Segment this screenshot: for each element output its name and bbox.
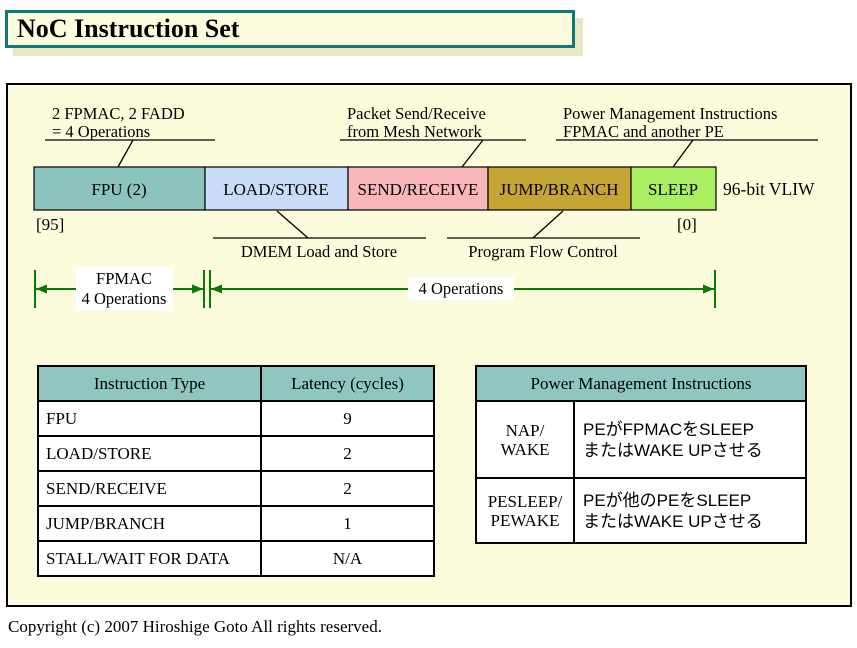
span-arrow-left: FPMAC 4 Operations [34,267,205,311]
annotation-text: = 4 Operations [52,122,150,141]
segment-load-store-label: LOAD/STORE [223,180,328,199]
segment-sleep-label: SLEEP [648,180,698,199]
instruction-desc-line: PEが他のPEをSLEEP [583,490,752,510]
cell-instruction: SEND/RECEIVE [37,470,262,507]
segment-send-receive [347,166,489,211]
table-row: PESLEEP/ PEWAKE PEが他のPEをSLEEP またはWAKE UP… [475,477,808,544]
annotation-text: Power Management Instructions [563,104,777,123]
leader-line [672,139,694,168]
cell-instruction-desc: PEがFPMACをSLEEP またはWAKE UPさせる [572,400,808,479]
segment-send-receive-label: SEND/RECEIVE [358,180,479,199]
span-right-label-box [408,277,514,300]
latency-table: Instruction Type Latency (cycles) FPU 9 … [37,365,435,577]
power-management-table: Power Management Instructions NAP/ WAKE … [474,365,808,544]
table-row: FPU 9 [37,400,435,437]
instruction-desc-line: またはWAKE UPさせる [583,511,763,531]
instruction-desc-line: PEがFPMACをSLEEP [583,419,754,439]
table-row: JUMP/BRANCH 1 [37,505,435,542]
leader-line [117,139,134,168]
cell-instruction: JUMP/BRANCH [37,505,262,542]
annotation-text: FPMAC and another PE [563,122,724,141]
segment-sleep [630,166,717,211]
col-header-latency: Latency (cycles) [260,365,435,402]
vliw-diagram: 2 FPMAC, 2 FADD = 4 Operations Packet Se… [33,104,818,311]
segment-jump-branch-label: JUMP/BRANCH [499,180,618,199]
bit-index-0: [0] [677,215,697,234]
annotation-fpmac-fadd: 2 FPMAC, 2 FADD = 4 Operations [45,104,215,168]
instruction-name-line: NAP/ [505,420,545,440]
cell-instruction-name: NAP/ WAKE [475,400,575,479]
table-header-row: Power Management Instructions [474,365,808,402]
cell-latency: 9 [260,400,435,437]
annotation-program-flow: Program Flow Control [447,210,640,261]
instruction-name-line: WAKE [500,439,550,459]
leader-line [532,210,564,239]
span-right-label: 4 Operations [419,279,504,298]
col-header-instruction-type: Instruction Type [37,365,262,402]
table-row: STALL/WAIT FOR DATA N/A [37,540,435,577]
copyright-text: Copyright (c) 2007 Hiroshige Goto All ri… [8,617,382,636]
table-row: SEND/RECEIVE 2 [37,470,435,507]
segment-fpu-label: FPU (2) [91,180,146,199]
cell-instruction: STALL/WAIT FOR DATA [37,540,262,577]
cell-latency: N/A [260,540,435,577]
table-row: LOAD/STORE 2 [37,435,435,472]
span-left-label: FPMAC [96,269,152,288]
instruction-desc-line: またはWAKE UPさせる [583,440,763,460]
span-arrow-right: 4 Operations [209,270,716,308]
table-header-row: Instruction Type Latency (cycles) [37,365,435,402]
power-table-header: Power Management Instructions [474,365,808,402]
segment-jump-branch [487,166,632,211]
cell-instruction-name: PESLEEP/ PEWAKE [475,477,575,544]
table-row: NAP/ WAKE PEがFPMACをSLEEP またはWAKE UPさせる [475,400,808,479]
cell-latency: 1 [260,505,435,542]
instruction-name-line: PESLEEP/ [487,491,563,511]
leader-line [461,139,484,168]
vliw-bar: FPU (2) LOAD/STORE SEND/RECEIVE JUMP/BRA… [33,166,717,211]
cell-instruction: FPU [37,400,262,437]
annotation-dmem: DMEM Load and Store [213,210,426,261]
annotation-text: from Mesh Network [347,122,482,141]
bit-index-95: [95] [36,215,64,234]
annotation-power-management: Power Management Instructions FPMAC and … [556,104,818,168]
annotation-text: 2 FPMAC, 2 FADD [52,104,185,123]
cell-instruction-desc: PEが他のPEをSLEEP またはWAKE UPさせる [572,477,808,544]
leader-line [276,210,309,239]
annotation-text: DMEM Load and Store [241,242,397,261]
span-left-label-box [76,267,173,311]
annotation-text: Packet Send/Receive [347,104,486,123]
vliw-width-label: 96-bit VLIW [723,179,815,199]
segment-fpu [33,166,206,211]
instruction-name-line: PEWAKE [490,510,560,530]
span-left-label: 4 Operations [82,289,167,308]
annotation-packet-send-receive: Packet Send/Receive from Mesh Network [340,104,526,168]
annotation-text: Program Flow Control [468,242,618,261]
cell-latency: 2 [260,470,435,507]
slide-title: NoC Instruction Set [5,10,575,48]
cell-instruction: LOAD/STORE [37,435,262,472]
segment-load-store [204,166,349,211]
cell-latency: 2 [260,435,435,472]
